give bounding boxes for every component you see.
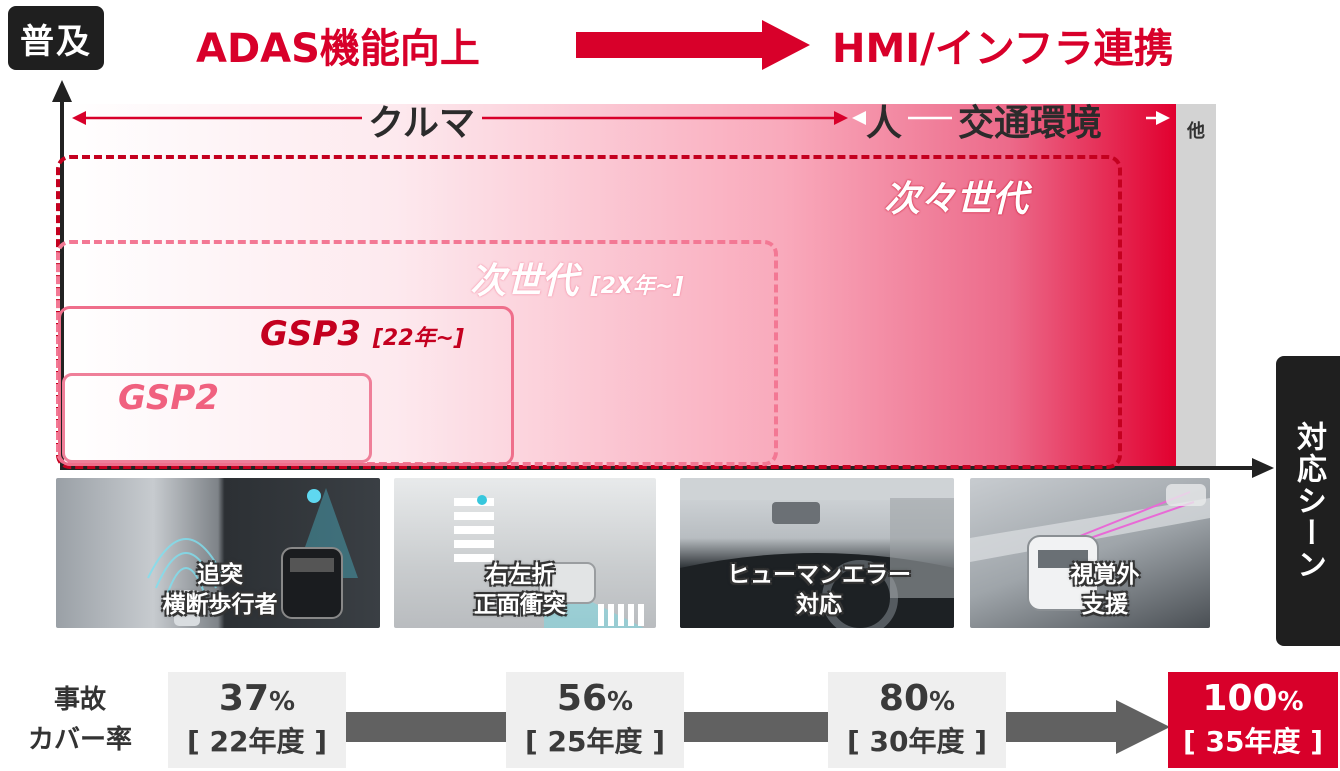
coverage-value: 100 <box>1202 677 1278 719</box>
coverage-unit: % <box>269 686 296 717</box>
next-generation-name: 次世代 <box>470 261 579 302</box>
scene-label-rear-end: 追突 横断歩行者 <box>90 560 350 620</box>
coverage-unit: % <box>929 686 956 717</box>
coverage-unit: % <box>1277 686 1304 717</box>
next-next-generation-label: 次々世代 <box>884 179 1029 220</box>
scene-thumbnail-rear-end <box>56 478 380 628</box>
coverage-year: [ 30年度 ] <box>846 724 988 758</box>
category-person: 人 <box>866 103 903 144</box>
gsp2-box <box>62 373 372 463</box>
coverage-value: 37 <box>218 677 270 719</box>
headline-right: HMI/インフラ連携 <box>832 26 1174 72</box>
coverage-year: [ 22年度 ] <box>186 724 328 758</box>
gsp3-year: [22年~] <box>372 326 464 351</box>
category-traffic: 交通環境 <box>958 103 1103 144</box>
coverage-stage-35: 100% [ 35年度 ] <box>1168 672 1338 768</box>
coverage-value: 80 <box>878 677 930 719</box>
gsp2-label: GSP2 <box>118 378 219 418</box>
scene-label-human-error: ヒューマンエラー 対応 <box>684 560 954 620</box>
scene-label-line2: 正面衝突 <box>474 592 566 618</box>
coverage-stage-30: 80% [ 30年度 ] <box>828 672 1006 768</box>
category-other: 他 <box>1187 121 1205 142</box>
coverage-stage-22: 37% [ 22年度 ] <box>168 672 346 768</box>
accident-coverage-label: 事故 カバー率 <box>10 680 150 760</box>
coverage-year: [ 25年度 ] <box>524 724 666 758</box>
scene-label-line2: 横断歩行者 <box>162 592 278 618</box>
gsp3-name: GSP3 <box>260 314 361 354</box>
scene-label-line1: 右左折 <box>485 562 555 588</box>
coverage-year: [ 35年度 ] <box>1182 724 1324 758</box>
vertical-axis-label: 普及 <box>8 6 104 70</box>
coverage-field <box>62 104 1176 468</box>
scene-label-line1: 追突 <box>197 562 243 588</box>
category-car: クルマ <box>368 103 475 144</box>
scene-label-line1: 視覚外 <box>1070 562 1140 588</box>
headline-left: ADAS機能向上 <box>196 26 480 72</box>
scene-label-line2: 対応 <box>796 592 842 618</box>
scene-label-blind-spot: 視覚外 支援 <box>1010 560 1200 620</box>
gsp3-label: GSP3 [22年~] <box>260 314 464 354</box>
coverage-stage-25: 56% [ 25年度 ] <box>506 672 684 768</box>
next-generation-year: [2X年~] <box>590 274 684 299</box>
headline-arrow <box>576 20 810 70</box>
coverage-progress-arrows <box>346 700 1170 754</box>
scene-label-line1: ヒューマンエラー <box>727 562 911 588</box>
coverage-value: 56 <box>556 677 608 719</box>
next-generation-label: 次世代 [2X年~] <box>470 252 683 304</box>
accident-coverage-label-line1: 事故 <box>53 685 106 715</box>
coverage-unit: % <box>607 686 634 717</box>
scene-label-line2: 支援 <box>1082 592 1128 618</box>
scene-label-turn: 右左折 正面衝突 <box>420 560 620 620</box>
scene-thumbnail-intersection <box>394 478 656 628</box>
accident-coverage-label-line2: カバー率 <box>27 725 132 755</box>
scene-thumbnail-cockpit <box>680 478 954 628</box>
scene-thumbnail-blind-spot <box>970 478 1210 628</box>
horizontal-axis-label: 対応シーン <box>1276 356 1340 646</box>
gsp3-box <box>58 306 514 466</box>
other-column <box>1176 104 1216 468</box>
